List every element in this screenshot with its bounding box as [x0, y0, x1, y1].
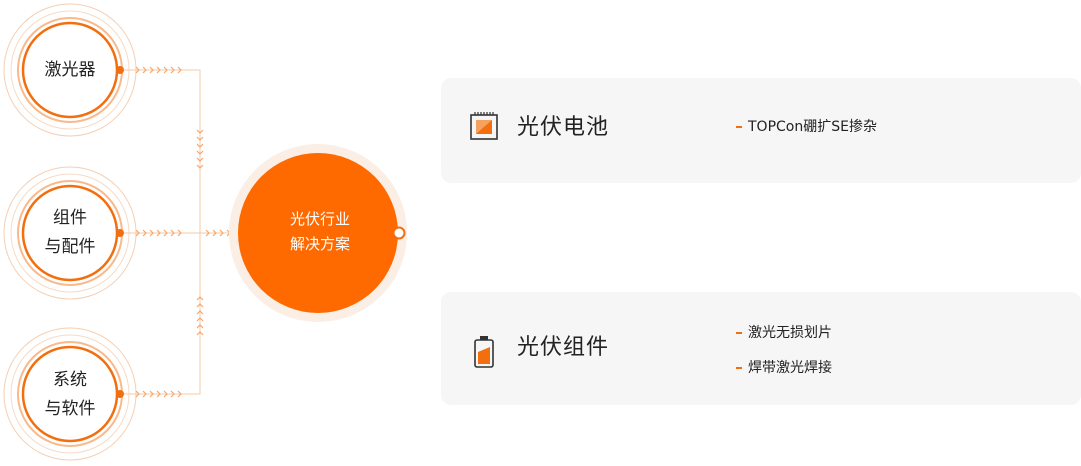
systems-label-line-2: 与软件 — [44, 399, 96, 419]
dash-bullet — [736, 332, 742, 334]
dash-bullet — [736, 126, 742, 128]
laser-node[interactable] — [3, 3, 137, 137]
solution-hub[interactable] — [229, 144, 407, 322]
laser-node-label: 激光器 — [5, 56, 135, 85]
connector-lines — [124, 69, 236, 395]
feature-text: 焊带激光焊接 — [748, 360, 832, 376]
hub-label-line-1: 光伏行业 — [289, 210, 350, 228]
feature-text: TOPCon硼扩SE掺杂 — [748, 119, 877, 135]
solar-cell-title: 光伏电池 — [517, 115, 610, 140]
laser-label-line: 激光器 — [44, 60, 96, 80]
systems-node[interactable] — [3, 327, 137, 461]
arrow-chevrons-hub — [205, 229, 238, 237]
solar-cell-features: TOPCon硼扩SE掺杂 — [736, 117, 877, 152]
components-node-label: 组件 与配件 — [5, 204, 135, 262]
dash-bullet — [736, 367, 742, 369]
hub-label: 光伏行业 解决方案 — [250, 207, 390, 257]
battery-module-icon — [474, 336, 494, 368]
arrow-chevrons-components — [135, 229, 182, 237]
solar-cell-card[interactable]: 光伏电池 TOPCon硼扩SE掺杂 — [441, 78, 1081, 183]
components-label-line-1: 组件 — [53, 208, 87, 228]
solar-cell-icon — [470, 112, 498, 140]
systems-node-label: 系统 与软件 — [5, 366, 135, 424]
solar-module-features: 激光无损划片 焊带激光焊接 — [736, 323, 832, 393]
feature-item: 激光无损划片 — [736, 323, 832, 343]
feature-item: 焊带激光焊接 — [736, 358, 832, 378]
solar-module-title: 光伏组件 — [517, 335, 610, 360]
feature-text: 激光无损划片 — [748, 325, 832, 341]
components-node[interactable] — [3, 166, 137, 300]
solar-module-card[interactable]: 光伏组件 激光无损划片 焊带激光焊接 — [441, 292, 1081, 405]
feature-item: TOPCon硼扩SE掺杂 — [736, 117, 877, 137]
arrow-chevrons-down — [196, 129, 204, 169]
systems-label-line-1: 系统 — [53, 370, 87, 390]
arrow-chevrons-systems — [135, 390, 182, 398]
arrow-chevrons-laser — [135, 66, 182, 74]
components-label-line-2: 与配件 — [44, 237, 96, 257]
arrow-chevrons-up — [196, 296, 204, 336]
hub-label-line-2: 解决方案 — [289, 235, 350, 253]
